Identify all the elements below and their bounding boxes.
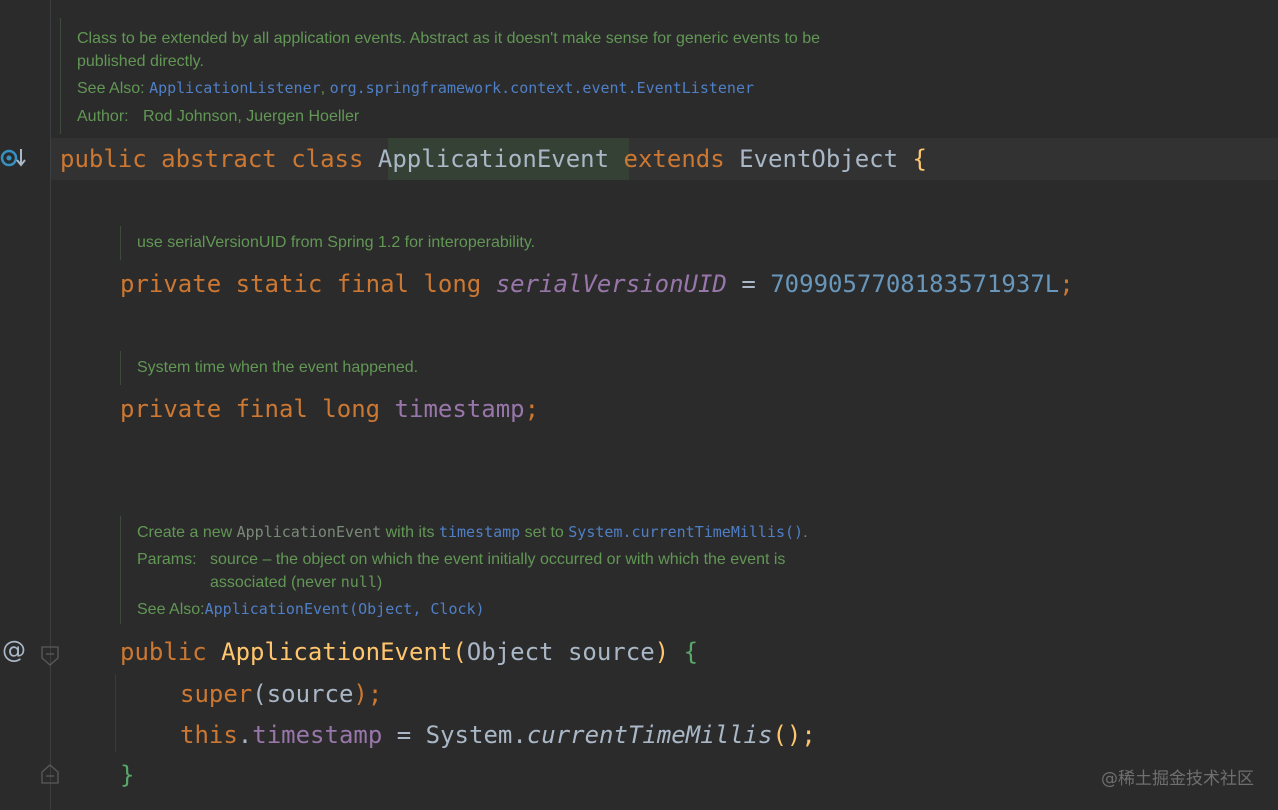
params-line: source – the object on which the event i… [210, 551, 786, 568]
javadoc-text: with its [385, 524, 435, 541]
timestamp-javadoc: System time when the event happened. [120, 351, 837, 385]
param-name[interactable]: source [567, 638, 655, 666]
watermark: @稀土掘金技术社区 [1101, 769, 1254, 789]
class-ref[interactable]: System [425, 721, 513, 749]
javadoc-see-also: See Also: ApplicationListener, org.sprin… [77, 77, 977, 100]
close-brace: } [120, 761, 135, 789]
javadoc-text: Create a new [137, 524, 233, 541]
keyword: this [180, 721, 238, 749]
class-name[interactable]: ApplicationEvent [377, 145, 610, 173]
keyword: super [180, 680, 253, 708]
see-also-link[interactable]: ApplicationEvent(Object, Clock) [204, 600, 485, 618]
annotation-icon[interactable]: @ [2, 636, 26, 664]
constructor-declaration[interactable]: public ApplicationEvent(Object source) { [120, 631, 698, 673]
timestamp-field[interactable]: private final long timestamp; [120, 388, 539, 430]
see-also-label: See Also: [137, 601, 205, 618]
fold-end-icon[interactable] [41, 764, 59, 784]
current-line-highlight [0, 138, 1278, 180]
call-parens: (); [772, 721, 816, 749]
paren: ( [452, 638, 467, 666]
operator: = [396, 721, 412, 749]
javadoc-line: use serialVersionUID from Spring 1.2 for… [137, 234, 536, 251]
param-type[interactable]: Object [466, 638, 554, 666]
javadoc-line: Class to be extended by all application … [77, 30, 821, 47]
code-ref: null [340, 573, 377, 591]
editor-gutter[interactable] [0, 0, 51, 810]
class-declaration[interactable]: public abstract class ApplicationEvent e… [60, 138, 927, 180]
closing-brace: } [120, 754, 134, 796]
separator: , [320, 80, 326, 97]
field-link[interactable]: timestamp [438, 523, 521, 541]
see-also-link[interactable]: org.springframework.context.event.EventL… [329, 79, 755, 97]
fold-icon[interactable] [41, 646, 59, 666]
indent-guide [115, 674, 116, 752]
serial-javadoc: use serialVersionUID from Spring 1.2 for… [120, 226, 837, 260]
javadoc-description: Class to be extended by all application … [77, 27, 977, 73]
semicolon: ; [524, 395, 540, 423]
open-brace: { [912, 145, 927, 173]
author-label: Author: [77, 108, 129, 125]
author-value: Rod Johnson, Juergen Hoeller [143, 108, 360, 125]
javadoc-params: Params: source – the object on which the… [137, 548, 937, 594]
javadoc-line: published directly. [77, 53, 204, 70]
paren: ) [654, 638, 670, 666]
keyword: extends [623, 145, 725, 173]
keyword: private static final long [120, 270, 482, 298]
method-link[interactable]: System.currentTimeMillis() [568, 523, 804, 541]
javadoc-text: set to [524, 524, 564, 541]
javadoc-text: ) [376, 574, 383, 591]
javadoc-line: System time when the event happened. [137, 359, 419, 376]
paren-semicolon: ); [353, 680, 383, 708]
parent-class[interactable]: EventObject [739, 145, 899, 173]
timestamp-assignment[interactable]: this.timestamp = System.currentTimeMilli… [180, 714, 816, 756]
keyword: private final long [120, 395, 381, 423]
javadoc-description: Create a new ApplicationEvent with its t… [137, 521, 937, 544]
see-also-link[interactable]: ApplicationListener [149, 79, 321, 97]
see-also-label: See Also: [77, 80, 145, 97]
field-name[interactable]: timestamp [394, 395, 525, 423]
javadoc-text: associated (never [210, 574, 337, 591]
operator: = [741, 270, 756, 298]
number-literal: 7099057708183571937L [770, 270, 1060, 298]
keyword: public abstract class [60, 145, 364, 173]
field-ref[interactable]: timestamp [252, 721, 383, 749]
argument[interactable]: source [266, 680, 354, 708]
dot: . [512, 721, 527, 749]
method-call[interactable]: currentTimeMillis [526, 721, 773, 749]
implemented-marker-icon[interactable] [0, 146, 30, 172]
javadoc-text: . [803, 524, 808, 541]
constructor-javadoc: Create a new ApplicationEvent with its t… [120, 516, 937, 624]
params-line: associated (never null) [210, 571, 785, 594]
class-javadoc: Class to be extended by all application … [60, 18, 977, 134]
javadoc-see-also: See Also:ApplicationEvent(Object, Clock) [137, 598, 937, 621]
constructor-name[interactable]: ApplicationEvent [221, 638, 453, 666]
identifier-highlight [388, 138, 629, 180]
params-body: source – the object on which the event i… [210, 548, 785, 594]
keyword: public [120, 638, 207, 666]
field-name[interactable]: serialVersionUID [495, 270, 727, 298]
serial-field[interactable]: private static final long serialVersionU… [120, 263, 1074, 305]
code-ref: ApplicationEvent [236, 523, 382, 541]
params-label: Params: [137, 551, 197, 568]
dot: . [237, 721, 253, 749]
super-call[interactable]: super(source); [180, 673, 382, 715]
javadoc-author: Author: Rod Johnson, Juergen Hoeller [77, 105, 977, 128]
paren: ( [252, 680, 267, 708]
open-brace: { [683, 638, 699, 666]
semicolon: ; [1059, 270, 1074, 298]
